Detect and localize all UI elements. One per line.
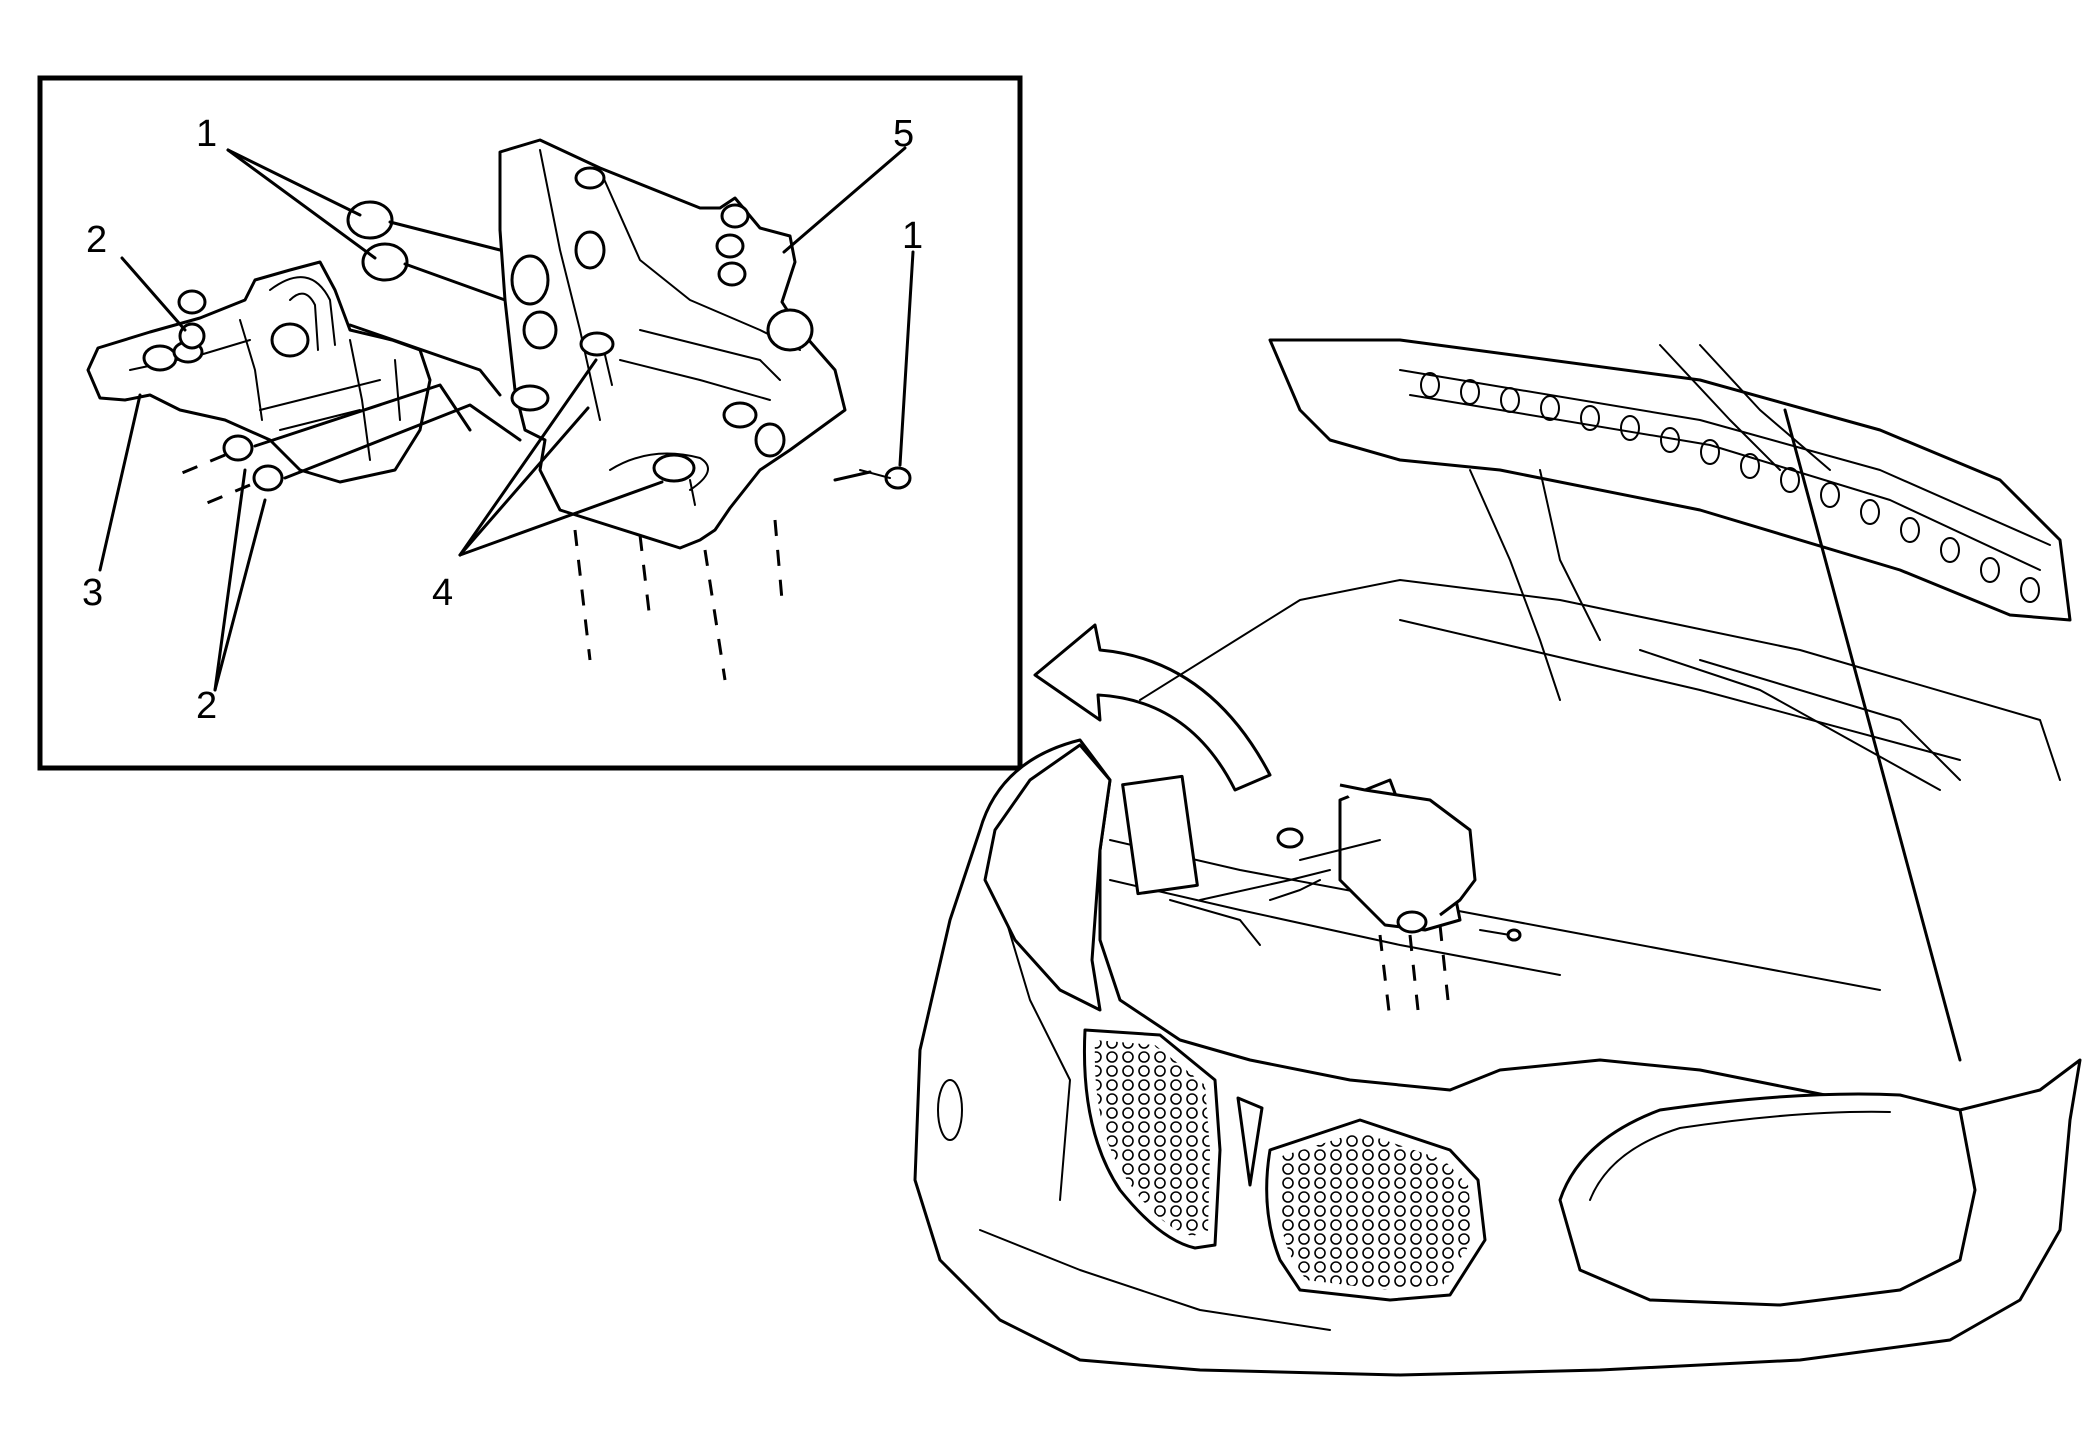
alignment-lines bbox=[169, 220, 872, 681]
callout-2-top: 2 bbox=[86, 219, 107, 261]
hood-prop-rod bbox=[1783, 408, 1962, 1062]
callout-3: 3 bbox=[82, 572, 103, 614]
left-fender bbox=[983, 743, 1112, 1012]
callout-4: 4 bbox=[432, 572, 453, 614]
latch-bolts-2 bbox=[177, 289, 284, 492]
grille-right bbox=[1265, 1118, 1487, 1302]
leader-lines bbox=[98, 146, 915, 692]
bolt-set-4 bbox=[510, 331, 758, 506]
callout-5: 5 bbox=[893, 113, 914, 155]
installed-latch-assembly bbox=[1199, 778, 1522, 1021]
grille-left bbox=[1082, 1028, 1222, 1250]
reference-arrow bbox=[1033, 623, 1272, 792]
callout-1-top: 1 bbox=[196, 113, 217, 155]
grille-emblem bbox=[1236, 1096, 1264, 1187]
callout-1-right: 1 bbox=[902, 215, 923, 257]
windshield-cowl bbox=[1139, 469, 2061, 791]
detail-inset: 1 2 3 4 5 1 2 bbox=[37, 75, 1023, 771]
push-pin-fasteners-1 bbox=[346, 200, 912, 490]
raised-hood bbox=[1268, 338, 2072, 622]
headlamp bbox=[1558, 1092, 1977, 1307]
hood-underside-holes bbox=[1420, 372, 2040, 603]
callout-2-bottom: 2 bbox=[196, 685, 217, 727]
latch-support-plate bbox=[498, 138, 847, 550]
vehicle-front-end bbox=[913, 338, 2082, 1377]
